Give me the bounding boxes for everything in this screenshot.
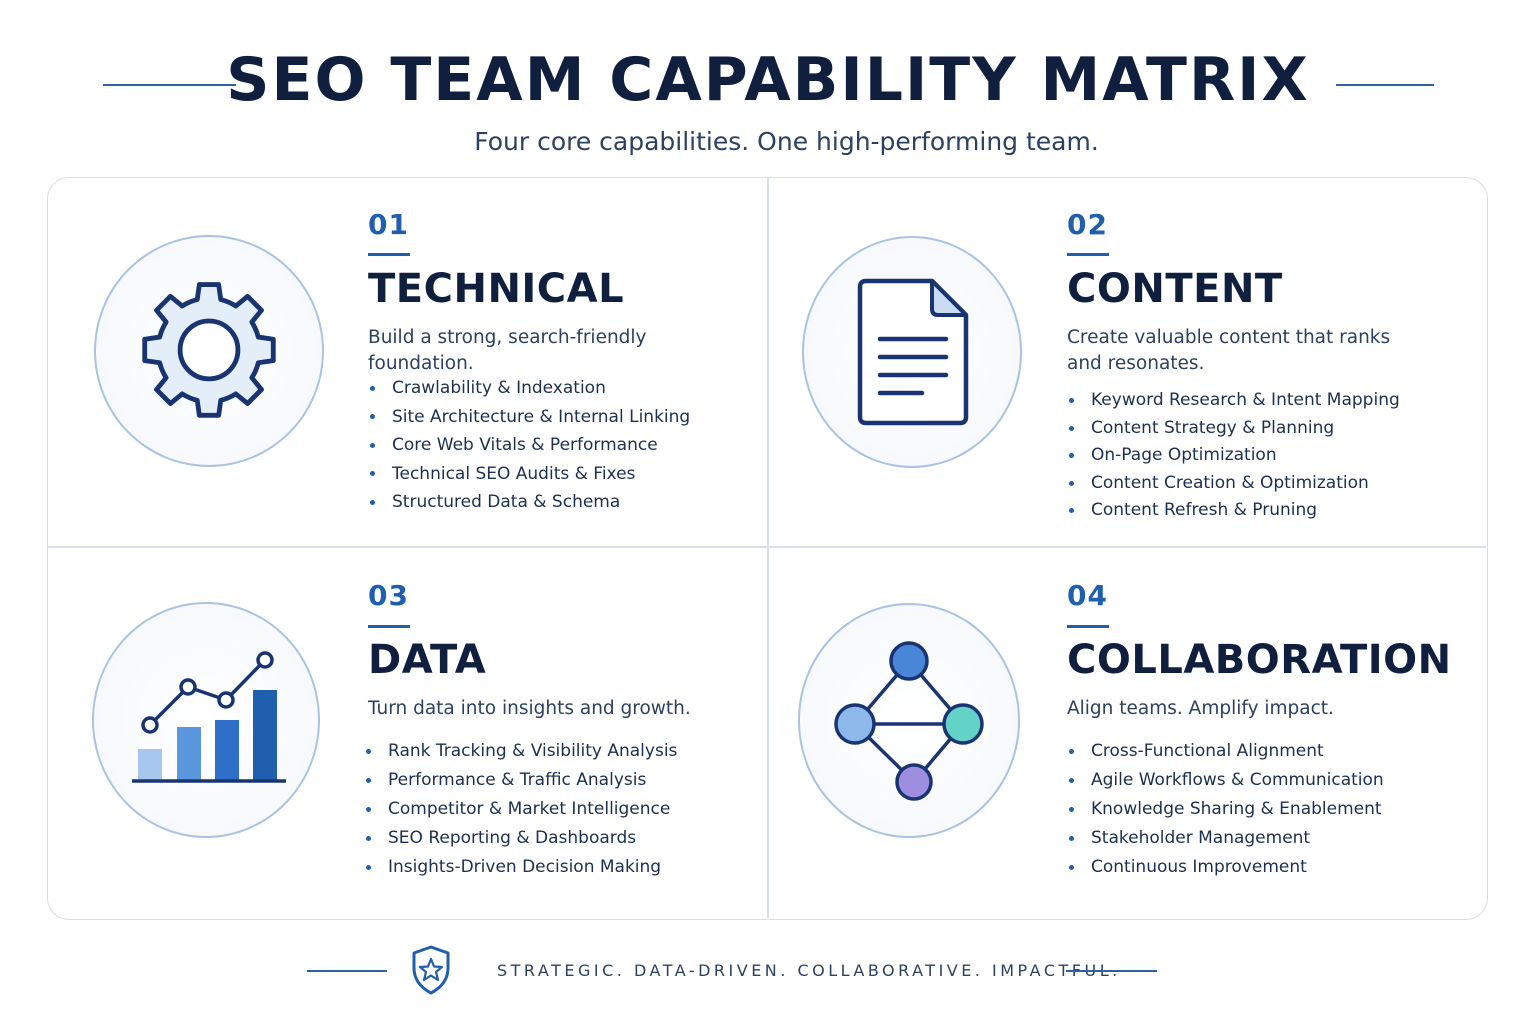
list-item: Rank Tracking & Visibility Analysis xyxy=(364,737,677,766)
list-item: Content Creation & Optimization xyxy=(1067,470,1400,498)
title-rule-right xyxy=(1336,84,1434,86)
capability-content: 02 CONTENT Create valuable content that … xyxy=(768,178,1487,548)
list-item: Continuous Improvement xyxy=(1067,853,1384,882)
list-item: Content Strategy & Planning xyxy=(1067,415,1400,443)
capability-title: DATA xyxy=(368,637,487,683)
divider-vertical xyxy=(767,178,769,918)
list-item: Stakeholder Management xyxy=(1067,824,1384,853)
number-underline xyxy=(368,625,410,628)
capability-collaboration: 04 COLLABORATION Align teams. Amplify im… xyxy=(768,548,1487,919)
list-item: Cross-Functional Alignment xyxy=(1067,737,1384,766)
capability-list: Cross-Functional Alignment Agile Workflo… xyxy=(1067,737,1384,882)
technical-icon-circle xyxy=(94,235,324,467)
bar-chart-icon xyxy=(132,651,286,783)
footer: STRATEGIC. DATA-DRIVEN. COLLABORATIVE. I… xyxy=(0,940,1536,1000)
list-item: Site Architecture & Internal Linking xyxy=(368,403,690,432)
capability-data: 03 DATA Turn data into insights and grow… xyxy=(48,548,767,919)
list-item: Crawlability & Indexation xyxy=(368,374,690,403)
capability-list: Keyword Research & Intent Mapping Conten… xyxy=(1067,387,1400,525)
content-icon-circle xyxy=(802,236,1022,468)
capability-number: 03 xyxy=(368,579,409,612)
list-item: Insights-Driven Decision Making xyxy=(364,853,677,882)
page-subtitle: Four core capabilities. One high-perform… xyxy=(474,127,1099,156)
network-icon xyxy=(834,640,984,801)
capability-description: Create valuable content that ranks and r… xyxy=(1067,327,1391,374)
capability-description: Turn data into insights and growth. xyxy=(368,698,691,719)
list-item: Content Refresh & Pruning xyxy=(1067,497,1400,525)
capability-list: Crawlability & Indexation Site Architect… xyxy=(368,374,690,517)
capability-matrix: 01 TECHNICAL Build a strong, search-frie… xyxy=(47,177,1488,920)
document-icon xyxy=(857,278,969,426)
list-item: Performance & Traffic Analysis xyxy=(364,766,677,795)
list-item: Structured Data & Schema xyxy=(368,488,690,517)
footer-rule-left xyxy=(307,970,387,972)
number-underline xyxy=(1067,253,1109,256)
list-item: Keyword Research & Intent Mapping xyxy=(1067,387,1400,415)
gear-icon xyxy=(142,282,276,418)
number-underline xyxy=(368,253,410,256)
page-title: SEO TEAM CAPABILITY MATRIX xyxy=(226,45,1310,115)
capability-description: Align teams. Amplify impact. xyxy=(1067,698,1334,719)
title-rule-left xyxy=(103,84,236,86)
footer-tagline: STRATEGIC. DATA-DRIVEN. COLLABORATIVE. I… xyxy=(497,961,1121,980)
list-item: Competitor & Market Intelligence xyxy=(364,795,677,824)
list-item: Knowledge Sharing & Enablement xyxy=(1067,795,1384,824)
list-item: Core Web Vitals & Performance xyxy=(368,431,690,460)
list-item: On-Page Optimization xyxy=(1067,442,1400,470)
header: SEO TEAM CAPABILITY MATRIX Four core cap… xyxy=(0,0,1536,175)
collaboration-icon-circle xyxy=(798,603,1020,838)
capability-title: COLLABORATION xyxy=(1067,637,1452,683)
divider-horizontal xyxy=(48,546,1486,548)
capability-title: CONTENT xyxy=(1067,266,1283,312)
list-item: Agile Workflows & Communication xyxy=(1067,766,1384,795)
list-item: SEO Reporting & Dashboards xyxy=(364,824,677,853)
capability-list: Rank Tracking & Visibility Analysis Perf… xyxy=(364,737,677,882)
capability-title: TECHNICAL xyxy=(368,266,625,312)
list-item: Technical SEO Audits & Fixes xyxy=(368,460,690,489)
footer-rule-right xyxy=(1066,970,1157,972)
capability-number: 01 xyxy=(368,208,409,241)
data-icon-circle xyxy=(92,602,320,838)
capability-number: 02 xyxy=(1067,208,1108,241)
capability-description: Build a strong, search-friendly foundati… xyxy=(368,327,647,374)
shield-star-icon xyxy=(412,945,450,995)
capability-number: 04 xyxy=(1067,579,1108,612)
number-underline xyxy=(1067,625,1109,628)
capability-technical: 01 TECHNICAL Build a strong, search-frie… xyxy=(48,178,767,548)
